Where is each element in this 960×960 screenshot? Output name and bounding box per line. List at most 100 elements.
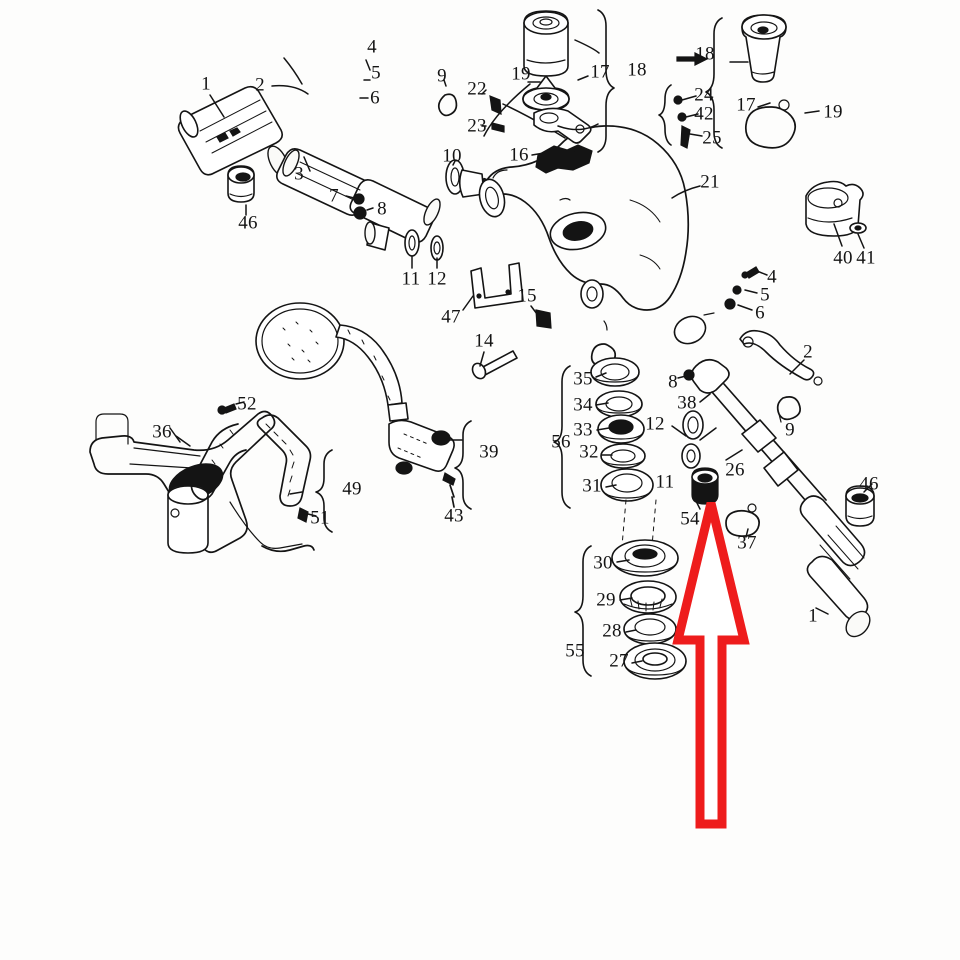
part-screw-43 (442, 472, 456, 508)
part-nut-54 (691, 467, 719, 505)
part-bracket-47 (470, 262, 524, 309)
part-bearing-27 (623, 642, 687, 680)
part-nut-6r (724, 298, 736, 310)
callout-number-2: 2 (803, 341, 813, 363)
part-clip-51 (297, 507, 309, 523)
callout-number-37: 37 (737, 532, 757, 554)
part-nut-8 (353, 206, 367, 220)
callout-number-17: 17 (590, 61, 610, 83)
part-washer-12 (430, 235, 444, 261)
callout-number-49: 49 (342, 478, 362, 500)
callout-number-6: 6 (370, 87, 380, 109)
callout-number-17: 17 (736, 94, 756, 116)
callout-number-8: 8 (377, 198, 387, 220)
part-washer-12b (682, 410, 704, 440)
callout-number-18: 18 (627, 59, 647, 81)
callout-number-1: 1 (201, 73, 211, 95)
callout-number-19: 19 (823, 101, 843, 123)
callout-number-21: 21 (700, 171, 720, 193)
part-bushing-46l (227, 165, 255, 203)
part-bolt-7 (353, 193, 365, 205)
part-bearing-35 (590, 357, 640, 387)
part-block-15 (535, 309, 552, 329)
callout-number-12: 12 (427, 268, 447, 290)
part-washer-11b (681, 443, 701, 469)
part-clip-23 (491, 122, 505, 133)
part-mirror (255, 302, 409, 422)
callout-number-54: 54 (680, 508, 700, 530)
part-bearing-32 (600, 443, 646, 469)
part-seal-19 (522, 75, 570, 111)
callout-number-38: 38 (677, 392, 697, 414)
part-bearing-29 (619, 580, 677, 614)
part-screw-4r (741, 266, 760, 279)
callout-number-8: 8 (668, 371, 678, 393)
part-body-17b (533, 107, 592, 144)
part-triple-clamp-21 (478, 125, 715, 345)
callout-number-43: 43 (444, 505, 464, 527)
callout-number-11: 11 (655, 471, 675, 493)
callout-number-39: 39 (479, 441, 499, 463)
callout-number-9: 9 (437, 65, 447, 87)
part-triple-tree-36 (89, 410, 315, 554)
part-clip-22 (489, 95, 502, 115)
callout-number-5: 5 (760, 284, 770, 306)
callout-number-18: 18 (695, 43, 715, 65)
callout-number-16: 16 (509, 144, 529, 166)
part-lever-2r (739, 329, 823, 386)
callout-number-6: 6 (755, 302, 765, 324)
callout-number-26: 26 (725, 459, 745, 481)
part-clip-9r (776, 396, 801, 423)
callout-number-24: 24 (694, 84, 714, 106)
part-bolt-14 (471, 350, 518, 380)
callout-number-33: 33 (573, 419, 593, 441)
part-clip-37 (725, 503, 760, 537)
part-bearing-31 (600, 468, 654, 502)
callout-number-9: 9 (785, 419, 795, 441)
callout-number-35: 35 (573, 368, 593, 390)
callout-number-36: 36 (152, 421, 172, 443)
callout-number-12: 12 (645, 413, 665, 435)
callout-number-51: 51 (310, 507, 330, 529)
callout-number-31: 31 (582, 475, 602, 497)
part-handle-49 (256, 414, 312, 507)
callout-number-56: 56 (551, 431, 571, 453)
callout-number-10: 10 (442, 145, 462, 167)
callout-number-55: 55 (565, 640, 585, 662)
callout-number-4: 4 (767, 266, 777, 288)
callout-number-23: 23 (467, 115, 487, 137)
callout-number-4: 4 (367, 36, 377, 58)
callout-number-47: 47 (441, 306, 461, 328)
part-grip-left (177, 85, 289, 177)
callout-number-46: 46 (859, 473, 879, 495)
part-washer-41 (849, 222, 867, 234)
part-bearing-34 (595, 390, 643, 418)
callout-number-30: 30 (593, 552, 613, 574)
part-bearing-33 (597, 414, 645, 444)
callout-number-32: 32 (579, 441, 599, 463)
callout-number-27: 27 (609, 650, 629, 672)
red-arrow (672, 501, 750, 829)
callout-number-40: 40 (833, 247, 853, 269)
callout-number-34: 34 (573, 394, 593, 416)
callout-number-1: 1 (808, 605, 818, 627)
callout-number-28: 28 (602, 620, 622, 642)
part-mount-39 (388, 419, 455, 475)
part-bearing-30 (611, 539, 679, 577)
callout-number-7: 7 (329, 185, 339, 207)
callout-number-41: 41 (856, 247, 876, 269)
part-clip-9 (437, 93, 458, 117)
callout-number-22: 22 (467, 78, 487, 100)
part-clip-19r (744, 99, 797, 149)
callout-number-2: 2 (255, 74, 265, 96)
part-screw-52 (217, 403, 237, 415)
part-canister-17 (523, 10, 569, 77)
callout-number-46: 46 (238, 212, 258, 234)
part-handlebar-tube (276, 148, 441, 243)
callout-number-15: 15 (517, 285, 537, 307)
arrow-to-18 (676, 52, 709, 66)
part-cup-18 (741, 14, 787, 83)
part-washer-11 (404, 229, 420, 257)
